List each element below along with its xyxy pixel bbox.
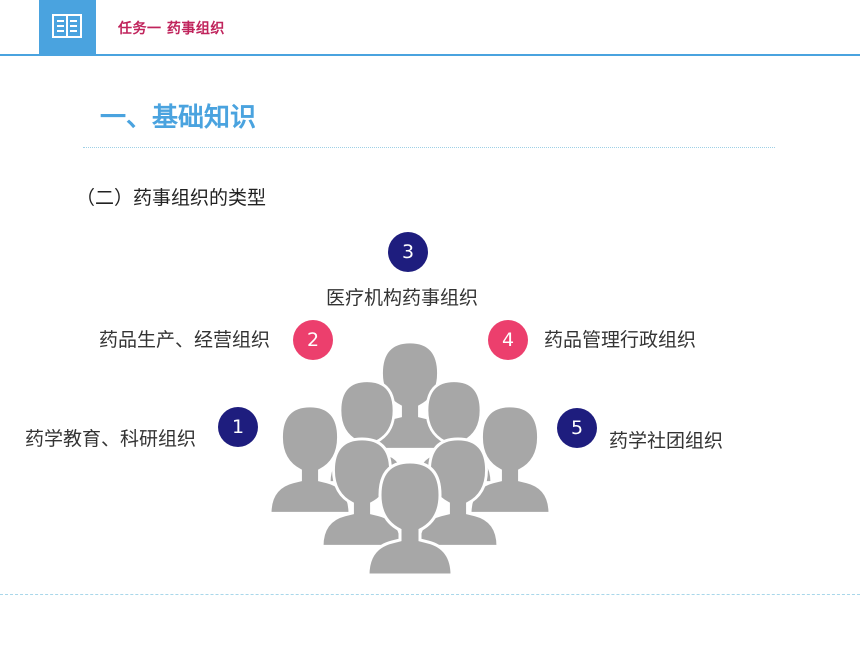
type-1-number-badge: 1: [218, 407, 258, 447]
people-group-icon: [268, 340, 552, 577]
type-4-number-badge: 4: [488, 320, 528, 360]
section-title: 一、基础知识: [100, 103, 257, 133]
header-icon-box: [39, 0, 96, 55]
type-2-number-badge: 2: [293, 320, 333, 360]
type-1-label: 药学教育、科研组织: [25, 428, 197, 450]
header-bar: 任务一 药事组织: [0, 0, 860, 56]
task-title: 任务一 药事组织: [118, 21, 225, 37]
footer-divider: [0, 594, 860, 595]
type-3-number-badge: 3: [388, 232, 428, 272]
book-icon: [52, 14, 82, 38]
type-5-number-badge: 5: [557, 408, 597, 448]
type-5-label: 药学社团组织: [609, 430, 724, 452]
subtitle: （二）药事组织的类型: [76, 187, 267, 209]
section-divider: [83, 147, 775, 148]
type-3-label: 医疗机构药事组织: [326, 287, 479, 309]
type-2-label: 药品生产、经营组织: [99, 329, 271, 351]
header-underline: [0, 54, 860, 56]
type-4-label: 药品管理行政组织: [544, 329, 697, 351]
